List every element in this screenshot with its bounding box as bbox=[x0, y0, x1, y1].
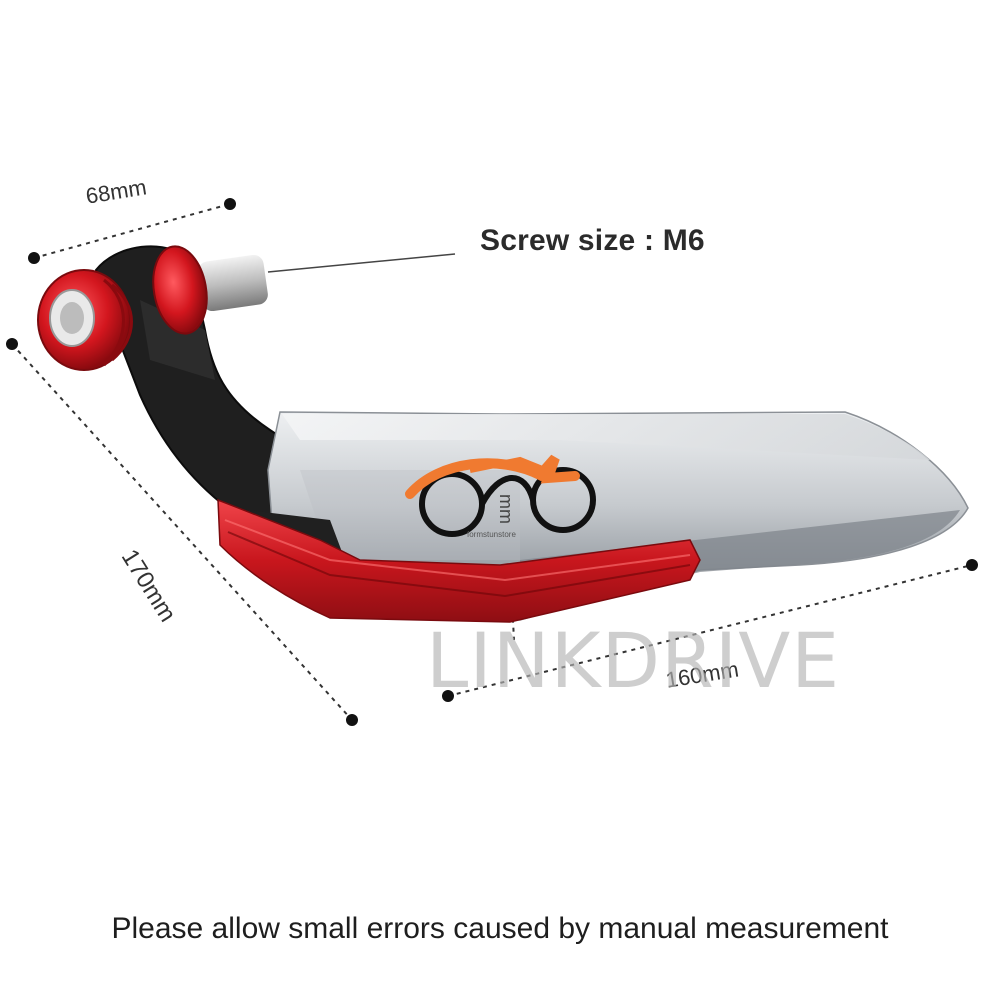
logo-caption: formstunstore bbox=[467, 530, 516, 539]
red-collar bbox=[152, 245, 208, 335]
red-trim bbox=[217, 498, 701, 623]
dimension-line-68 bbox=[28, 198, 236, 264]
watermark: LINKDRIVE bbox=[426, 616, 841, 705]
dimension-line-160 bbox=[442, 559, 978, 702]
screw-leader-line bbox=[267, 253, 456, 273]
bar-end-cap bbox=[37, 269, 133, 371]
screw-size-label: Screw size : M6 bbox=[480, 224, 705, 257]
motorcycle-logo-icon bbox=[405, 454, 596, 537]
footer-disclaimer: Please allow small errors caused by manu… bbox=[111, 912, 889, 945]
vertical-dimension-label: mm bbox=[496, 494, 516, 524]
dimension-line-170 bbox=[6, 338, 358, 726]
bolt bbox=[198, 254, 268, 312]
